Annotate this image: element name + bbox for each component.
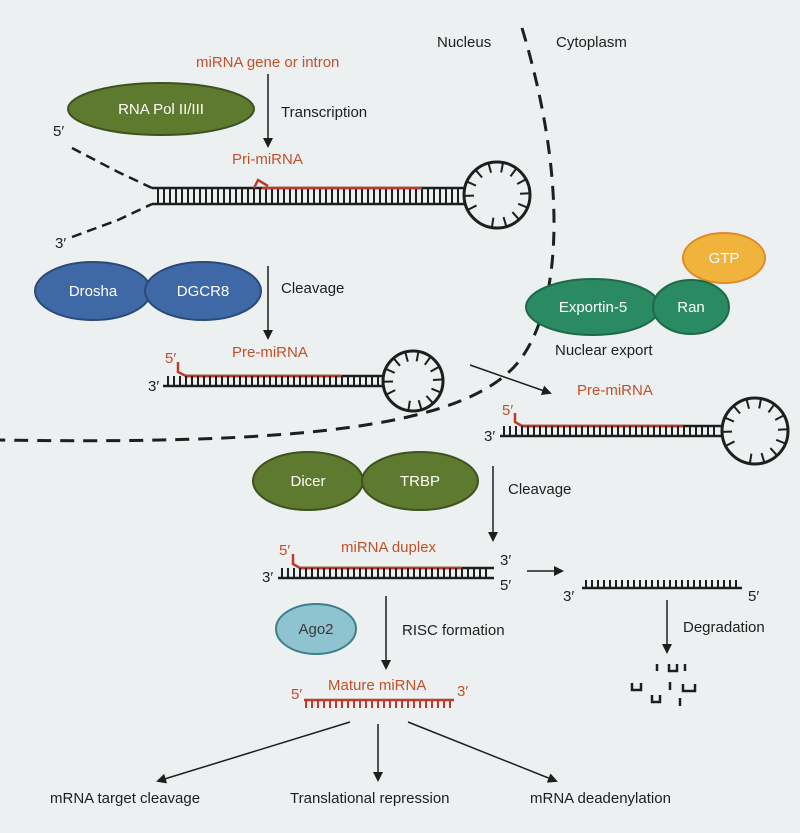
cleavage-1-label: Cleavage bbox=[281, 280, 344, 297]
duplex-5-end-right: 5′ bbox=[500, 577, 511, 594]
degradation-label: Degradation bbox=[683, 619, 765, 636]
duplex-3-end-right: 3′ bbox=[500, 552, 511, 569]
dgcr8-protein: DGCR8 bbox=[145, 262, 261, 320]
mirna-duplex-structure bbox=[278, 554, 494, 578]
risc-label: RISC formation bbox=[402, 622, 505, 639]
pri-mirna-5-end: 5′ bbox=[53, 123, 64, 140]
passenger-3-end: 3′ bbox=[563, 588, 574, 605]
ran-protein: Ran bbox=[653, 280, 729, 334]
rna-pol-protein: RNA Pol II/III bbox=[68, 83, 254, 135]
svg-text:Ago2: Ago2 bbox=[298, 621, 333, 638]
svg-text:Exportin-5: Exportin-5 bbox=[559, 299, 627, 316]
svg-text:GTP: GTP bbox=[709, 250, 740, 267]
degraded-fragments bbox=[632, 664, 695, 706]
pri-mirna-label: Pri-miRNA bbox=[232, 151, 303, 168]
svg-text:Ran: Ran bbox=[677, 299, 705, 316]
passenger-strand bbox=[582, 580, 742, 588]
pre-mirna-cytoplasm-label: Pre-miRNA bbox=[577, 382, 653, 399]
pre-mirna-nucleus-3-end: 3′ bbox=[148, 378, 159, 395]
duplex-label: miRNA duplex bbox=[341, 539, 437, 556]
exportin5-protein: Exportin-5 bbox=[526, 279, 660, 335]
pre-mirna-cytoplasm-5-end: 5′ bbox=[502, 402, 513, 419]
nuclear-envelope-boundary bbox=[0, 28, 554, 441]
dicer-protein: Dicer bbox=[253, 452, 363, 510]
svg-text:TRBP: TRBP bbox=[400, 473, 440, 490]
mature-mirna-label: Mature miRNA bbox=[328, 677, 426, 694]
cleavage-2-label: Cleavage bbox=[508, 481, 571, 498]
transcription-label: Transcription bbox=[281, 104, 367, 121]
trbp-protein: TRBP bbox=[362, 452, 478, 510]
duplex-5-end-left: 5′ bbox=[279, 542, 290, 559]
mature-mirna-strand bbox=[304, 700, 454, 708]
gtp-molecule: GTP bbox=[683, 233, 765, 283]
svg-text:Drosha: Drosha bbox=[69, 283, 118, 300]
duplex-3-end-left: 3′ bbox=[262, 569, 273, 586]
pre-mirna-cytoplasm-3-end: 3′ bbox=[484, 428, 495, 445]
pri-mirna-3-end: 3′ bbox=[55, 235, 66, 252]
outcome-arrow-cleavage bbox=[158, 722, 350, 781]
outcome-translational-repression: Translational repression bbox=[290, 790, 450, 807]
svg-text:RNA Pol II/III: RNA Pol II/III bbox=[118, 101, 204, 118]
gene-label: miRNA gene or intron bbox=[196, 54, 339, 71]
nucleus-label: Nucleus bbox=[437, 34, 491, 51]
mature-5-end: 5′ bbox=[291, 686, 302, 703]
mature-3-end: 3′ bbox=[457, 683, 468, 700]
pre-mirna-cytoplasm-structure bbox=[500, 398, 788, 464]
outcome-arrow-deadenylation bbox=[408, 722, 556, 781]
passenger-5-end: 5′ bbox=[748, 588, 759, 605]
pre-mirna-nucleus-label: Pre-miRNA bbox=[232, 344, 308, 361]
ago2-protein: Ago2 bbox=[276, 604, 356, 654]
drosha-protein: Drosha bbox=[35, 262, 151, 320]
svg-text:Dicer: Dicer bbox=[290, 473, 325, 490]
svg-text:DGCR8: DGCR8 bbox=[177, 283, 230, 300]
outcome-target-cleavage: mRNA target cleavage bbox=[50, 790, 200, 807]
nuclear-export-label: Nuclear export bbox=[555, 342, 653, 359]
cytoplasm-label: Cytoplasm bbox=[556, 34, 627, 51]
outcome-deadenylation: mRNA deadenylation bbox=[530, 790, 671, 807]
pre-mirna-nucleus-5-end: 5′ bbox=[165, 350, 176, 367]
